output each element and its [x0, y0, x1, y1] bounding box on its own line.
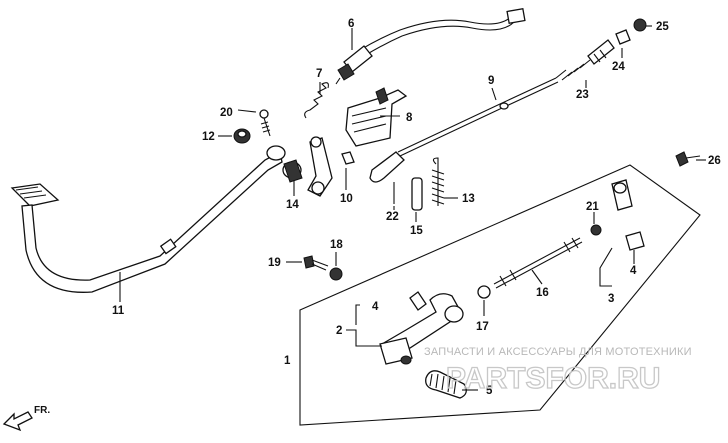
callout-3: 3: [608, 293, 614, 305]
bushing-12: [233, 128, 251, 144]
callout-15: 15: [410, 225, 423, 237]
callout-5: 5: [486, 385, 493, 397]
brake-pedal-11: [10, 145, 286, 293]
callout-26: 26: [708, 155, 721, 167]
bolt-20: [259, 109, 271, 137]
callout-13: 13: [462, 193, 475, 205]
assembly-outline: [299, 164, 701, 426]
callout-21: 21: [586, 201, 599, 213]
bracket-3: [599, 247, 613, 287]
brake-rod-9: [369, 77, 559, 183]
callout-19: 19: [268, 257, 281, 269]
brake-arm: [282, 136, 333, 197]
front-label: FR.: [34, 405, 50, 416]
brake-switch-6: [335, 7, 526, 85]
callout-18: 18: [330, 239, 343, 251]
callout-8: 8: [406, 112, 413, 124]
callout-4-top: 4: [630, 265, 637, 277]
spring-23: [555, 39, 615, 81]
bolt-26: [675, 151, 701, 167]
callout-16: 16: [536, 287, 549, 299]
callout-11: 11: [112, 305, 125, 317]
rubber-5: [425, 370, 467, 399]
joint-24: [615, 29, 631, 45]
front-direction-arrow: FR.: [2, 405, 50, 432]
watermark-caption: ЗАПЧАСТИ И АКСЕССУАРЫ ДЛЯ МОТОТЕХНИКИ: [424, 346, 692, 358]
callout-20: 20: [220, 107, 233, 119]
callout-23: 23: [576, 89, 589, 101]
callout-4-left: 4: [372, 301, 379, 313]
spring-7: [304, 82, 329, 119]
nut-18: [329, 267, 343, 281]
callout-2: 2: [336, 325, 342, 337]
collar-15: [411, 177, 423, 211]
pin-10: [341, 151, 355, 165]
joint-3: [590, 179, 645, 251]
callout-9: 9: [488, 75, 494, 87]
bolt-19: [303, 255, 329, 271]
shift-rod-16: [493, 237, 583, 289]
brake-light-switch-8: [345, 87, 408, 147]
callout-25: 25: [656, 21, 669, 33]
nut-17: [477, 285, 491, 299]
spring-13: [431, 157, 445, 206]
callout-1: 1: [284, 355, 291, 367]
leader-lines: [119, 25, 706, 391]
callout-12: 12: [202, 131, 215, 143]
callout-10: 10: [340, 193, 353, 205]
callout-22: 22: [386, 211, 399, 223]
watermark: ЗАПЧАСТИ И АКСЕССУАРЫ ДЛЯ МОТОТЕХНИКИ PA…: [424, 346, 692, 396]
callout-24: 24: [612, 61, 625, 73]
nut-25: [633, 18, 647, 32]
callout-17: 17: [476, 321, 489, 333]
callout-6: 6: [348, 18, 354, 30]
callout-14: 14: [286, 199, 299, 211]
shift-pedal-2: [379, 291, 464, 365]
callout-numbers: 6 7 8 9 20 12 14 10 13 22 15 11 19 18 21…: [112, 18, 721, 397]
callout-7: 7: [316, 68, 322, 80]
watermark-brand: PARTSFOR.RU: [446, 362, 660, 395]
